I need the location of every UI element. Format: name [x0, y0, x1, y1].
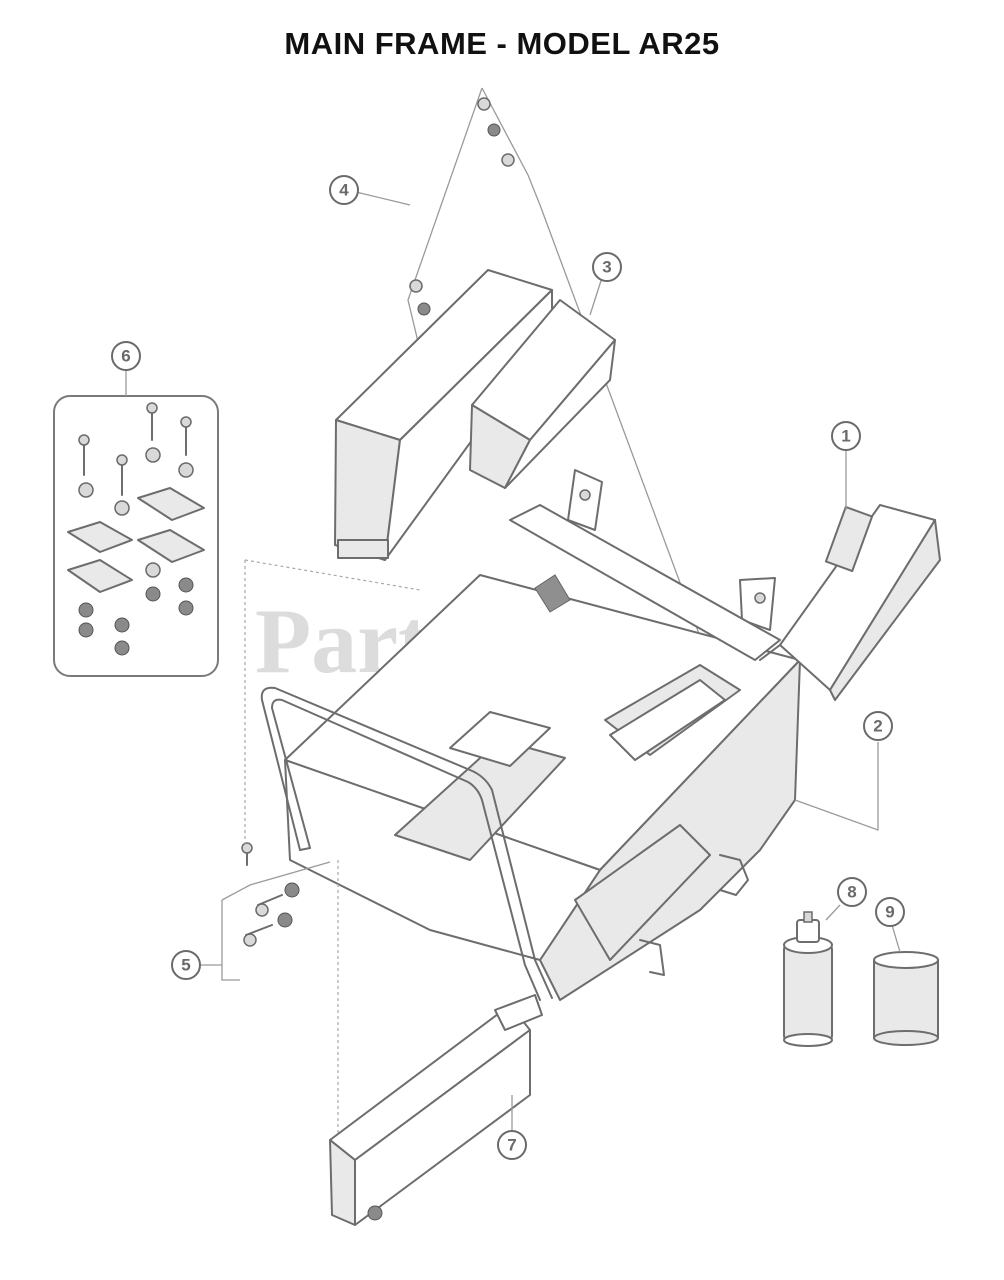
callout-8-label: 8	[847, 883, 856, 902]
callout-6-label: 6	[121, 347, 130, 366]
main-frame[interactable]	[284, 469, 801, 1001]
part-2-leader	[794, 742, 879, 831]
callout-9[interactable]: 9	[875, 897, 905, 927]
callout-3[interactable]: 3	[592, 252, 622, 282]
callout-8[interactable]: 8	[837, 877, 867, 907]
callout-4-label: 4	[339, 181, 349, 200]
bumper-bar[interactable]	[260, 686, 553, 1001]
callout-2-label: 2	[873, 717, 882, 736]
callout-7[interactable]: 7	[497, 1130, 527, 1160]
callout-5-label: 5	[181, 956, 190, 975]
callout-1[interactable]: 1	[831, 421, 861, 451]
callout-1-label: 1	[841, 427, 850, 446]
callout-9-label: 9	[885, 903, 894, 922]
callout-2[interactable]: 2	[863, 711, 893, 741]
part-6-hardware-kit[interactable]	[53, 370, 219, 677]
part-8-spray-can[interactable]	[783, 904, 841, 1047]
part-3-brackets[interactable]	[334, 269, 616, 561]
diagram-title: MAIN FRAME - MODEL AR25	[284, 26, 720, 61]
callout-7-label: 7	[507, 1136, 516, 1155]
callout-3-label: 3	[602, 258, 611, 277]
part-1-handle-bracket[interactable]	[759, 504, 941, 701]
part-7-support-bar[interactable]	[329, 860, 543, 1226]
callout-5[interactable]: 5	[171, 950, 201, 980]
leader-4	[355, 191, 411, 206]
callout-6[interactable]: 6	[111, 341, 141, 371]
callout-4[interactable]: 4	[329, 175, 359, 205]
part-5-hardware[interactable]	[221, 559, 421, 981]
part-9-paint-can[interactable]	[873, 924, 939, 1046]
